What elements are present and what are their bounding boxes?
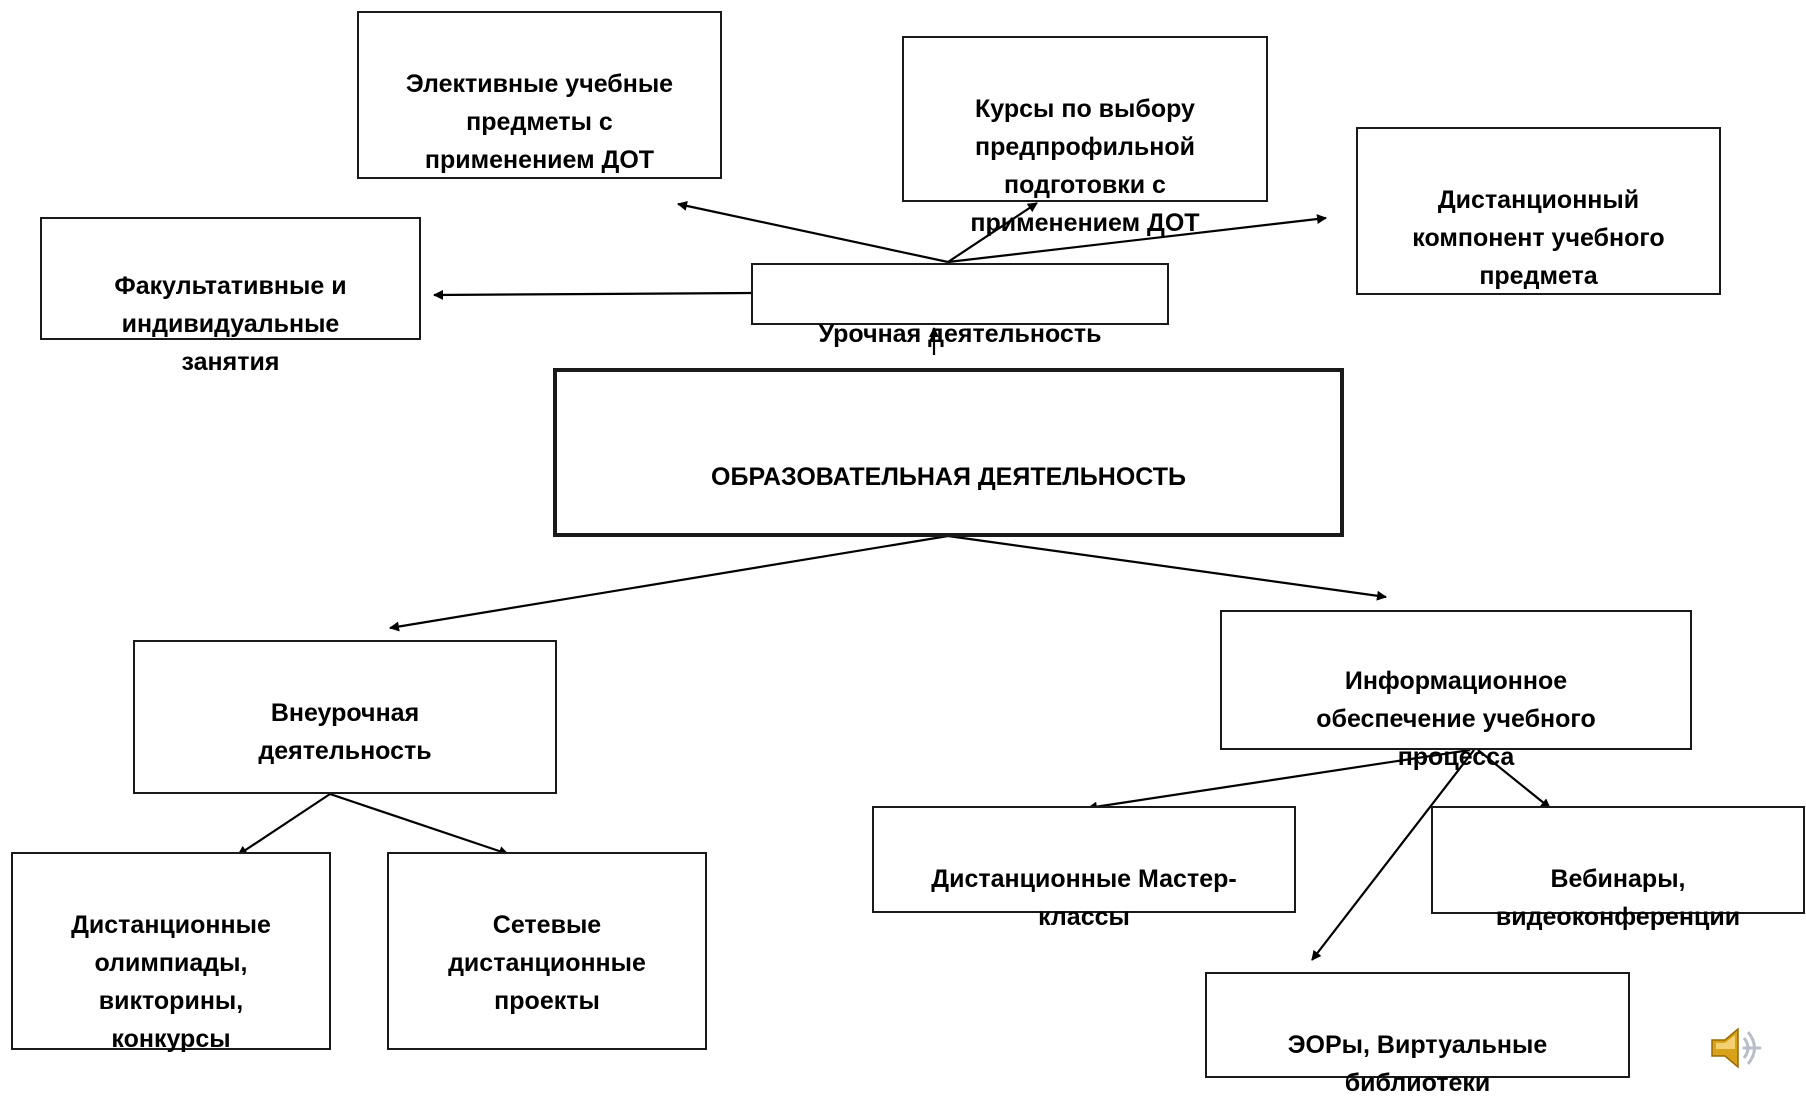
speaker-icon[interactable] bbox=[1708, 1024, 1764, 1072]
box-educational-activity-label: ОБРАЗОВАТЕЛЬНАЯ ДЕЯТЕЛЬНОСТЬ bbox=[711, 463, 1186, 491]
arrow-lesson-to-elective bbox=[677, 201, 949, 264]
box-lesson-activity: Урочная деятельность bbox=[751, 263, 1169, 348]
box-elective-subjects: Элективные учебные предметы с применение… bbox=[357, 11, 722, 179]
box-distance-olympiads-label: Дистанционные олимпиады, викторины, конк… bbox=[71, 911, 271, 1053]
arrow-extracurricular-to-network-projects bbox=[329, 792, 509, 856]
box-eor-libraries-label: ЭОРы, Виртуальные библиотеки bbox=[1287, 1031, 1548, 1097]
box-optional-classes-label: Факультативные и индивидуальные занятия bbox=[114, 272, 347, 376]
arrow-center-to-info-support bbox=[947, 534, 1387, 601]
box-information-support: Информационное обеспечение учебного проц… bbox=[1220, 610, 1692, 771]
box-elective-subjects-label: Элективные учебные предметы с применение… bbox=[405, 70, 674, 174]
box-master-classes: Дистанционные Мастер- классы bbox=[872, 806, 1296, 931]
box-network-projects-label: Сетевые дистанционные проекты bbox=[448, 911, 646, 1015]
box-information-support-label: Информационное обеспечение учебного проц… bbox=[1316, 667, 1596, 771]
arrow-lesson-to-distance-component bbox=[947, 214, 1327, 264]
connectors bbox=[237, 201, 1551, 961]
box-distance-component-label: Дистанционный компонент учебного предмет… bbox=[1412, 186, 1665, 290]
arrow-lesson-to-courses bbox=[947, 202, 1038, 263]
box-webinars: Вебинары, видеоконференции bbox=[1431, 806, 1805, 931]
box-distance-component: Дистанционный компонент учебного предмет… bbox=[1356, 127, 1721, 295]
box-lesson-activity-label: Урочная деятельность bbox=[818, 320, 1102, 348]
arrow-extracurricular-to-olympiads bbox=[237, 793, 331, 856]
arrow-center-to-extracurricular bbox=[389, 534, 949, 632]
box-elective-courses: Курсы по выбору предпрофильной подготовк… bbox=[902, 36, 1268, 237]
box-webinars-label: Вебинары, видеоконференции bbox=[1495, 865, 1741, 931]
box-extracurricular-activity-label: Внеурочная деятельность bbox=[258, 699, 432, 765]
box-master-classes-label: Дистанционные Мастер- классы bbox=[931, 865, 1237, 931]
box-network-projects: Сетевые дистанционные проекты bbox=[387, 852, 707, 1050]
box-elective-courses-label: Курсы по выбору предпрофильной подготовк… bbox=[970, 95, 1200, 237]
arrow-info-to-webinars bbox=[1477, 749, 1551, 809]
box-educational-activity: ОБРАЗОВАТЕЛЬНАЯ ДЕЯТЕЛЬНОСТЬ bbox=[553, 368, 1344, 537]
box-distance-olympiads: Дистанционные олимпиады, викторины, конк… bbox=[11, 852, 331, 1053]
diagram-canvas: Элективные учебные предметы с применение… bbox=[11, 11, 1805, 1097]
box-eor-libraries: ЭОРы, Виртуальные библиотеки bbox=[1205, 972, 1630, 1097]
box-extracurricular-activity: Внеурочная деятельность bbox=[133, 640, 557, 794]
arrow-lesson-to-optional bbox=[433, 289, 753, 300]
box-optional-classes: Факультативные и индивидуальные занятия bbox=[40, 217, 421, 376]
arrow-info-to-master-classes bbox=[1087, 748, 1471, 812]
arrow-info-to-eor bbox=[1311, 749, 1475, 961]
